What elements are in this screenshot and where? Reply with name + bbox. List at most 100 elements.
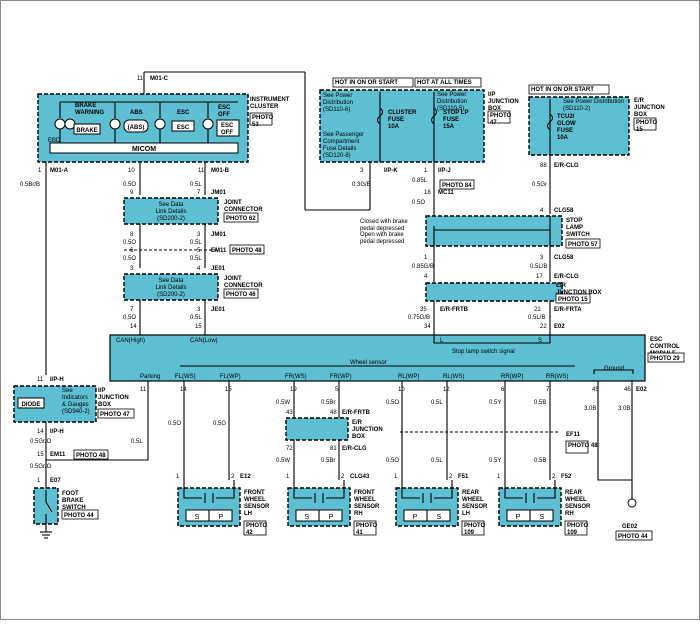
pin-e07-1: 1	[37, 478, 41, 484]
cluster-fuse-icon	[376, 107, 384, 125]
foot-brake-photo: PHOTO 44	[64, 513, 94, 519]
wire-0-5gr-o: 0.5Gr/O	[30, 439, 52, 445]
conn-m01a: M01-A	[50, 168, 69, 174]
sensor-2-term-b: P	[329, 514, 334, 521]
ef11-photo-box	[565, 440, 589, 454]
stop-signal: Stop lamp switch signal	[452, 349, 515, 355]
wire-0-5l: 0.5L	[190, 182, 202, 188]
sensor3-pin1: 1	[394, 474, 398, 480]
wire-0-5y-f: 0.5Y	[489, 458, 501, 464]
pin-er-35: 35	[420, 307, 427, 313]
esc-label: ESC	[177, 110, 190, 116]
hot-run-start-1: HOT IN ON OR START	[335, 80, 398, 86]
rr-ws: RR(WS)	[546, 374, 568, 380]
joint2-photo-box	[223, 288, 259, 299]
abs-icon-label: (ABS)	[128, 125, 145, 131]
wire-0-5y-e: 0.5Y	[489, 400, 501, 406]
rr-wp: RR(WP)	[501, 374, 523, 380]
stop-switch-photo-box	[565, 238, 601, 249]
esc-control-module	[109, 334, 646, 382]
esc-icon-box	[171, 120, 195, 132]
conn-e02: E02	[554, 324, 565, 330]
ground-label: Ground	[604, 366, 624, 372]
conn-er-frta: E/R-FRTA	[554, 307, 582, 313]
pin-ip-h-14: 14	[37, 429, 44, 435]
hot-all-times: HOT AT ALL TIMES	[417, 80, 472, 86]
er-mid-photo: PHOTO 15	[558, 297, 588, 303]
fl-wp: FL(WP)	[220, 374, 241, 380]
wire-0-5l-b: 0.5L	[190, 240, 202, 246]
er-pin-88: 88	[540, 163, 547, 169]
can-high: CAN(High)	[116, 338, 145, 344]
conn-e07: E07	[50, 478, 61, 484]
sensor-3-term-a: P	[413, 514, 418, 521]
pin-jm01-3: 3	[197, 232, 201, 238]
pin-72: 72	[286, 446, 293, 452]
micom-label: MICOM	[132, 146, 156, 153]
wire-0-85g-b: 0.85G/B	[412, 264, 434, 270]
wire-0-5w-f: 0.5W	[276, 458, 290, 464]
conn-er-clg: E/R-CLG	[554, 274, 579, 280]
pin-48: 48	[330, 410, 337, 416]
wheel-sensor-label: Wheel sensor	[350, 360, 387, 366]
ip-pin-1: 1	[424, 168, 428, 174]
pin-81: 81	[330, 446, 337, 452]
conn-je01: JE01	[211, 266, 226, 272]
cluster-top-pin: 11	[137, 76, 144, 82]
conn-em11: EM11	[211, 248, 227, 254]
abs-lamp-icon	[109, 118, 121, 130]
brake-warning-lamp-icon	[54, 118, 66, 130]
wire-0-5g-e: 0.5G	[213, 421, 226, 427]
wire-0-5br-f: 0.5Br	[321, 458, 335, 464]
wire-0-5gr: 0.5Gr	[532, 182, 547, 188]
joint-connector-1	[123, 197, 219, 225]
pin-stop-1: 1	[424, 255, 428, 261]
pin-10: 10	[128, 168, 135, 174]
pin-er-21: 21	[534, 307, 541, 313]
wire-0-5l-f: 0.5L	[431, 400, 443, 406]
em11-photo-box	[229, 244, 265, 255]
pin-je01-7: 7	[130, 307, 134, 313]
esc-photo-box	[647, 352, 685, 363]
wire-0-5o-e: 0.5O	[168, 421, 181, 427]
joint2-photo: PHOTO 46	[226, 292, 256, 298]
diode-label: DIODE	[21, 402, 40, 408]
pin-stop-3: 3	[540, 255, 544, 261]
wire-0-3g-b: 0.3G/B	[352, 182, 371, 188]
wire-0-5b-e: 0.5B	[534, 400, 546, 406]
tcu-fuse-icon	[546, 113, 554, 131]
esc-s: S	[538, 338, 542, 344]
ip-box2-photo-box	[97, 408, 135, 419]
wire-0-5b-f: 0.5B	[534, 458, 546, 464]
esc-icon-label: ESC	[177, 125, 190, 131]
parking-label: Parking	[140, 374, 160, 380]
conn-ip-h-2: I/P-H	[50, 429, 64, 435]
rl-wp: RL(WP)	[398, 374, 419, 380]
pin-11-b: 11	[140, 387, 147, 393]
conn-je01b: JE01	[211, 307, 226, 313]
esc-off-lamp-icon	[202, 118, 214, 130]
wire-0-5o-f: 0.5O	[386, 400, 399, 406]
wire-0-5br-b: 0.5Br/B	[20, 182, 40, 188]
ground-icon	[627, 498, 637, 508]
conn-ef11: EF11	[566, 432, 581, 438]
wire-0-5o-b: 0.5O	[123, 240, 136, 246]
mc11-photo: PHOTO 84	[442, 183, 472, 189]
